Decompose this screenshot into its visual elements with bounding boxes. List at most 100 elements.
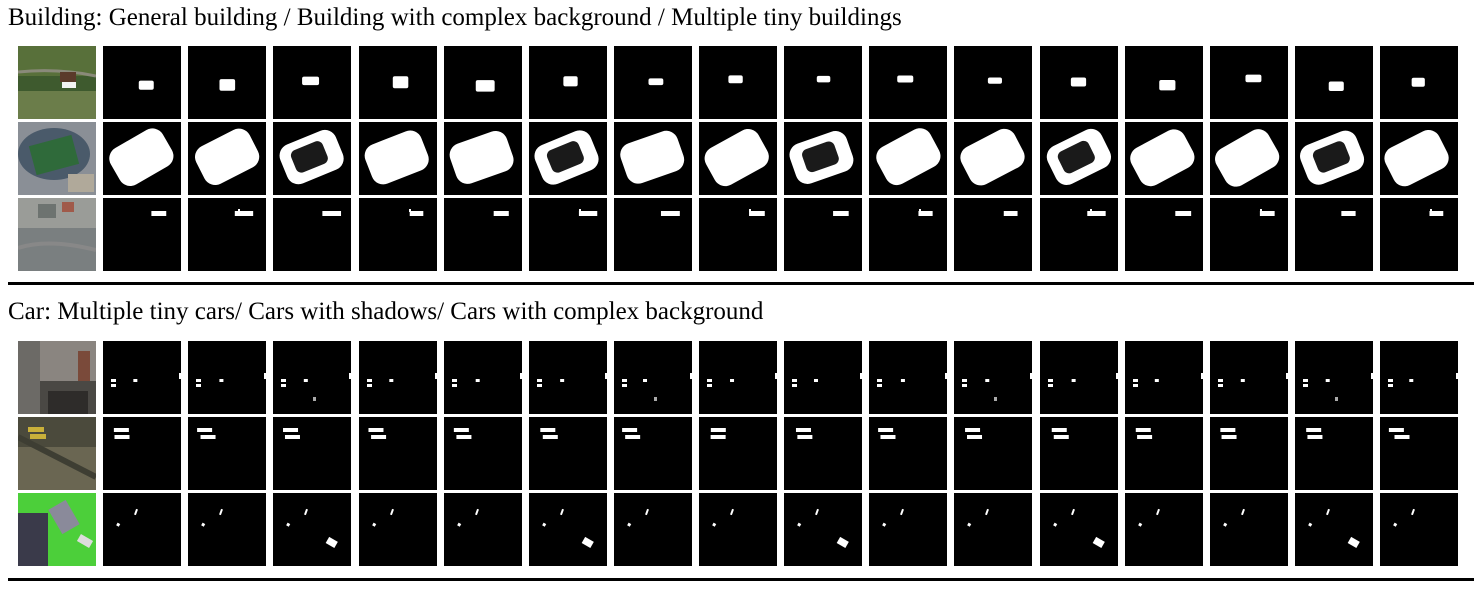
building-prediction-mask — [1380, 46, 1458, 119]
building-prediction-mask — [444, 198, 522, 271]
building-prediction-mask — [359, 122, 437, 195]
car-prediction-mask — [273, 493, 351, 566]
building-prediction-mask — [614, 122, 692, 195]
car-prediction-mask — [103, 493, 181, 566]
car-prediction-mask — [954, 341, 1032, 414]
car-prediction-mask — [954, 493, 1032, 566]
car-prediction-mask — [954, 417, 1032, 490]
car-prediction-mask — [614, 341, 692, 414]
car-prediction-mask — [103, 417, 181, 490]
car-input-image — [18, 493, 96, 566]
building-prediction-mask — [273, 46, 351, 119]
car-prediction-mask — [1380, 493, 1458, 566]
car-prediction-mask — [869, 417, 947, 490]
building-prediction-mask — [699, 122, 777, 195]
car-prediction-mask — [699, 417, 777, 490]
car-prediction-mask — [869, 493, 947, 566]
building-row-1 — [18, 46, 1465, 119]
car-prediction-mask — [1125, 341, 1203, 414]
car-prediction-mask — [699, 341, 777, 414]
car-prediction-mask — [1125, 417, 1203, 490]
car-row-3 — [18, 493, 1465, 566]
car-prediction-mask — [359, 341, 437, 414]
building-prediction-mask — [1380, 122, 1458, 195]
building-input-image — [18, 122, 96, 195]
building-row-3 — [18, 198, 1465, 271]
building-input-image — [18, 198, 96, 271]
building-prediction-mask — [1380, 198, 1458, 271]
car-prediction-mask — [359, 493, 437, 566]
building-prediction-mask — [1040, 122, 1118, 195]
building-prediction-mask — [444, 46, 522, 119]
car-prediction-mask — [784, 341, 862, 414]
car-prediction-mask — [1125, 493, 1203, 566]
building-prediction-mask — [1295, 122, 1373, 195]
building-input-image — [18, 46, 96, 119]
car-prediction-mask — [869, 341, 947, 414]
building-prediction-mask — [954, 198, 1032, 271]
car-prediction-mask — [1210, 493, 1288, 566]
building-prediction-mask — [1040, 198, 1118, 271]
building-prediction-mask — [954, 46, 1032, 119]
car-prediction-mask — [784, 493, 862, 566]
car-prediction-mask — [614, 493, 692, 566]
building-prediction-mask — [869, 198, 947, 271]
building-prediction-mask — [529, 198, 607, 271]
car-prediction-mask — [529, 341, 607, 414]
car-prediction-mask — [444, 493, 522, 566]
bottom-rule — [8, 578, 1474, 581]
car-prediction-mask — [188, 341, 266, 414]
car-prediction-mask — [699, 493, 777, 566]
car-row-2 — [18, 417, 1465, 490]
building-prediction-mask — [869, 122, 947, 195]
building-prediction-mask — [614, 46, 692, 119]
car-prediction-mask — [1210, 417, 1288, 490]
building-prediction-mask — [188, 46, 266, 119]
car-prediction-mask — [529, 417, 607, 490]
building-prediction-mask — [359, 198, 437, 271]
car-prediction-mask — [1380, 417, 1458, 490]
car-prediction-mask — [188, 493, 266, 566]
car-prediction-mask — [1040, 341, 1118, 414]
section-divider — [8, 282, 1474, 285]
car-prediction-mask — [1040, 417, 1118, 490]
car-prediction-mask — [1295, 417, 1373, 490]
car-prediction-mask — [444, 341, 522, 414]
building-prediction-mask — [273, 198, 351, 271]
building-prediction-mask — [1040, 46, 1118, 119]
car-prediction-mask — [784, 417, 862, 490]
building-prediction-mask — [273, 122, 351, 195]
building-prediction-mask — [188, 198, 266, 271]
car-prediction-mask — [1295, 341, 1373, 414]
car-prediction-mask — [273, 341, 351, 414]
building-prediction-mask — [699, 46, 777, 119]
building-prediction-mask — [1210, 46, 1288, 119]
car-prediction-mask — [1210, 341, 1288, 414]
car-prediction-mask — [529, 493, 607, 566]
car-prediction-mask — [1040, 493, 1118, 566]
building-prediction-mask — [103, 198, 181, 271]
building-prediction-mask — [869, 46, 947, 119]
car-prediction-mask — [273, 417, 351, 490]
car-prediction-mask — [188, 417, 266, 490]
building-prediction-mask — [188, 122, 266, 195]
car-prediction-mask — [359, 417, 437, 490]
car-prediction-mask — [103, 341, 181, 414]
car-prediction-mask — [1380, 341, 1458, 414]
building-prediction-mask — [614, 198, 692, 271]
building-prediction-mask — [954, 122, 1032, 195]
building-prediction-mask — [784, 122, 862, 195]
building-row-2 — [18, 122, 1465, 195]
building-prediction-mask — [359, 46, 437, 119]
building-prediction-mask — [529, 122, 607, 195]
building-section-title: Building: General building / Building wi… — [8, 4, 902, 31]
building-prediction-mask — [1125, 46, 1203, 119]
building-prediction-mask — [784, 46, 862, 119]
car-prediction-mask — [614, 417, 692, 490]
building-prediction-mask — [1295, 198, 1373, 271]
building-prediction-mask — [699, 198, 777, 271]
building-prediction-mask — [784, 198, 862, 271]
car-row-1 — [18, 341, 1465, 414]
building-prediction-mask — [444, 122, 522, 195]
car-input-image — [18, 417, 96, 490]
